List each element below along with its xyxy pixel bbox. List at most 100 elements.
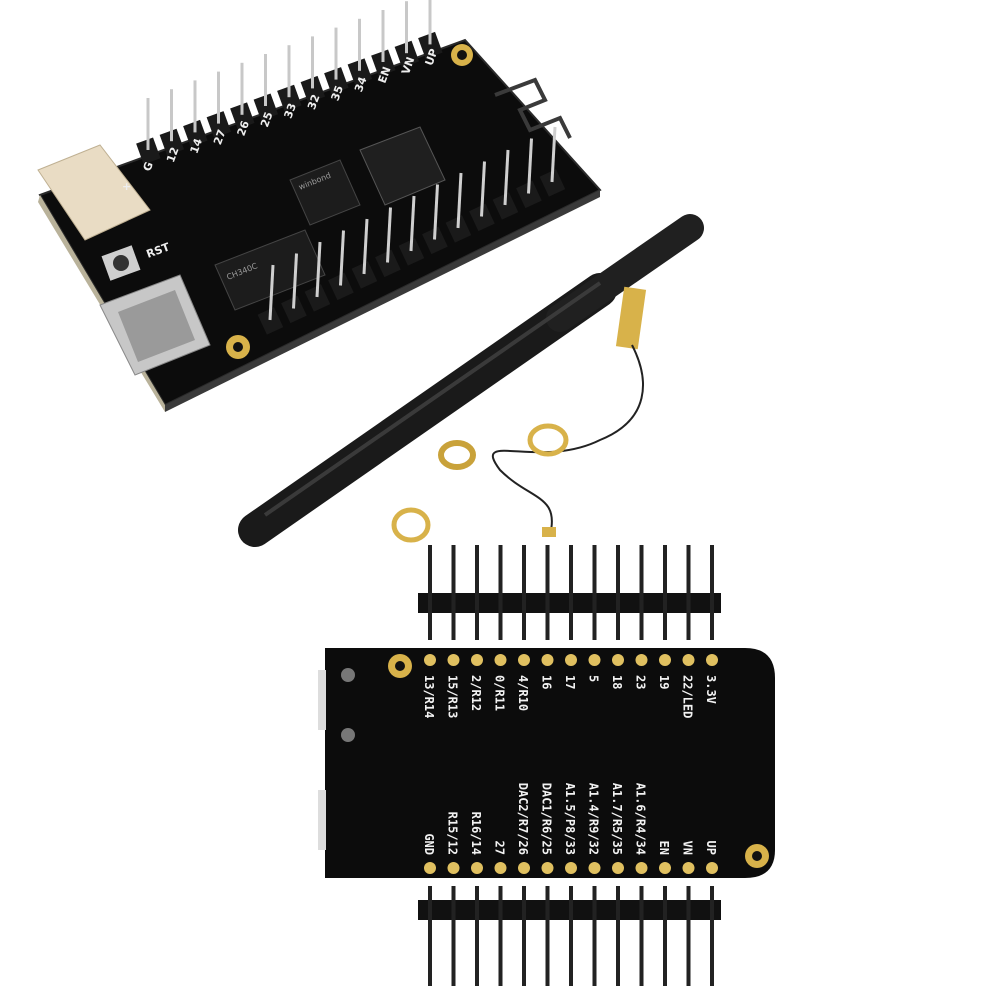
pin-label: 16 (540, 675, 554, 689)
pin-label: 17 (563, 675, 577, 689)
pad (494, 862, 507, 874)
header-pin (522, 545, 526, 640)
pad (565, 654, 577, 666)
header-pin (428, 545, 432, 640)
pin-label: A1.7/R5/35 (610, 783, 624, 855)
pin-header-block (277, 84, 302, 112)
pin-label: GND (422, 833, 436, 855)
pad (682, 862, 695, 874)
pin-header-block (398, 238, 425, 266)
header-pin (616, 886, 620, 986)
pad (659, 862, 671, 874)
header-pin (527, 138, 533, 194)
pin-header-block (375, 249, 401, 278)
pin-label: A1.6/R4/34 (634, 783, 648, 855)
pin-header-block (304, 284, 331, 312)
pad (471, 862, 483, 874)
pad (494, 654, 507, 666)
header-pin (545, 545, 550, 640)
pad (612, 862, 624, 874)
pin-label: 35 (329, 84, 346, 103)
pad (612, 654, 624, 666)
pin-label: UP (423, 47, 441, 67)
pad (471, 654, 483, 666)
pin-label: 15/R13 (446, 675, 460, 718)
header-pin (498, 545, 503, 640)
pin-label: 25 (258, 110, 275, 129)
header-pin (268, 264, 275, 321)
pin-label: 33 (282, 101, 299, 120)
pad (659, 654, 671, 666)
top-board-headers (136, 0, 566, 335)
pin-header-block (281, 295, 307, 324)
pin-label: DAC1/R6/25 (540, 783, 554, 855)
pin-header-block (445, 215, 472, 243)
pin-label: A1.4/R9/32 (587, 783, 601, 855)
header-pin (686, 545, 691, 640)
bottom-board: 13/R14GND15/R13R15/122/R12R16/140/R11274… (318, 545, 775, 986)
pin-label: 5 (587, 675, 601, 682)
header-pin (545, 886, 550, 986)
pin-header-block (347, 58, 373, 86)
header-pin (451, 545, 456, 640)
header-pin (522, 886, 526, 986)
header-pin (498, 886, 503, 986)
header-pin (362, 218, 369, 275)
header-pin (428, 886, 432, 986)
header-pin (569, 545, 573, 640)
pin-header-block (253, 93, 279, 121)
header-pin (592, 545, 597, 640)
pin-header-block (183, 119, 208, 147)
pin-label: 4/R10 (516, 675, 530, 711)
pad (541, 862, 554, 874)
pin-label: VN (681, 841, 695, 855)
pin-label: DAC2/R7/26 (516, 783, 530, 855)
pin-header-block (351, 261, 378, 289)
pad (588, 654, 601, 666)
pin-header-block (136, 137, 161, 165)
pad (447, 654, 460, 666)
pin-header-block (328, 272, 354, 301)
pin-label: 13/R14 (422, 675, 436, 718)
pin-label: 23 (634, 675, 648, 689)
pad (424, 654, 436, 666)
header-pin (616, 545, 620, 640)
pin-header-block (230, 102, 255, 130)
header-pin (456, 172, 463, 229)
top-pin-header (418, 545, 721, 640)
pin-header-block (206, 111, 232, 138)
pin-header-block (159, 128, 185, 156)
header-pin (663, 545, 667, 640)
header-pin (503, 149, 510, 206)
header-pin (475, 886, 479, 986)
pad (541, 654, 554, 666)
pin-header-block (324, 67, 349, 94)
pad (635, 862, 648, 874)
pin-label: 27 (211, 128, 228, 147)
header-pin (710, 886, 714, 986)
header-pin (475, 545, 479, 640)
pin-label: 2/R12 (469, 675, 483, 711)
plus-label: + (122, 180, 131, 193)
pad (682, 654, 695, 666)
pin-label: 12 (164, 145, 181, 164)
pin-header-block (492, 192, 519, 220)
pin-label: EN (657, 841, 671, 855)
pad (447, 862, 460, 874)
header-pin (686, 886, 691, 986)
header-pin (386, 207, 392, 263)
header-pin (339, 230, 345, 286)
header-pin (639, 545, 644, 640)
pin-header-block (418, 31, 443, 59)
pin-label: VN (399, 55, 417, 76)
pin-label: UP (704, 841, 718, 855)
pin-label: EN (376, 65, 394, 85)
pin-label: G (141, 160, 156, 173)
pin-header-block (371, 49, 396, 77)
pin-label: R16/14 (469, 812, 483, 855)
pin-label: 19 (657, 675, 671, 689)
pin-label: 14 (188, 136, 206, 155)
pin-header-block (539, 169, 566, 197)
